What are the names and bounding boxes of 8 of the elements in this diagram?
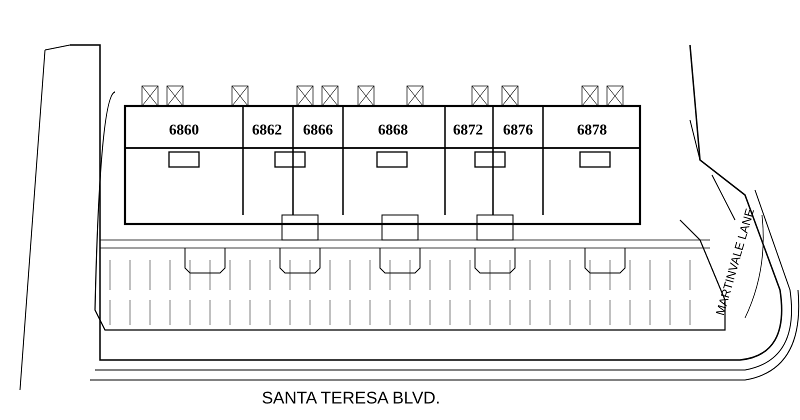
unit-number: 6876 (503, 124, 533, 138)
street-name: SANTA TERESA BLVD. (262, 390, 440, 406)
unit-number: 6878 (577, 124, 607, 138)
unit-number: 6862 (252, 124, 282, 138)
unit-number: 6872 (453, 124, 483, 138)
unit-number: 6868 (378, 124, 408, 138)
unit-number: 6860 (169, 124, 199, 138)
unit-number: 6866 (303, 124, 333, 138)
